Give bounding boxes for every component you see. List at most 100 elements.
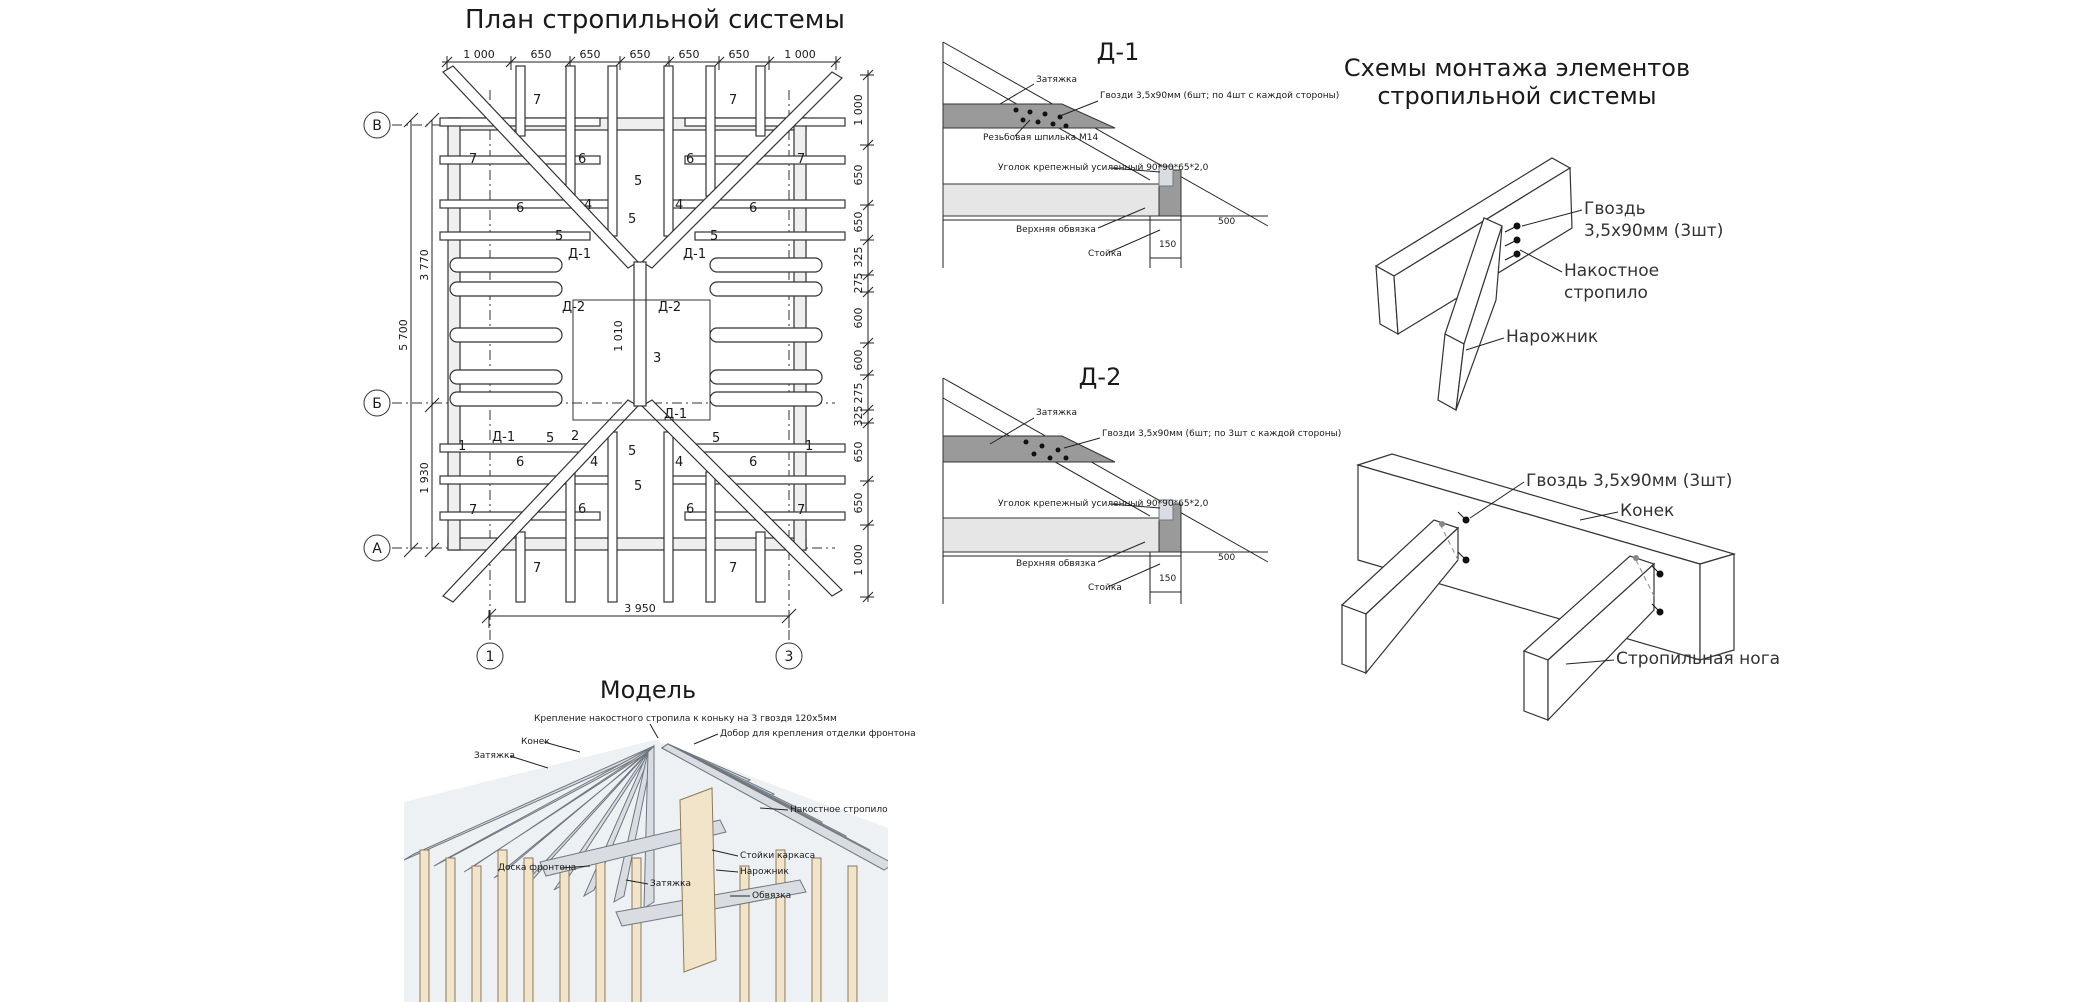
tie-bar: [709, 327, 823, 343]
rafter-band: [705, 471, 716, 603]
rafter-band: [439, 475, 617, 485]
right-dim-5: 275: [852, 273, 865, 294]
hip-rafter-ne: [641, 71, 843, 269]
schemes-title-2: стропильной системы: [1377, 82, 1656, 110]
mark-5: 5: [710, 229, 718, 244]
dim-tick: [862, 139, 874, 151]
d2-post-label: Стойка: [1088, 583, 1122, 593]
rafter-band: [694, 231, 846, 241]
mark-7: 7: [729, 561, 737, 576]
mark-7: 7: [533, 93, 541, 108]
tie-bar: [709, 369, 823, 385]
axis-row-a: А: [372, 541, 382, 557]
model-stud: [445, 857, 456, 1002]
left-dim-lower: 1 930: [418, 462, 431, 494]
mark-5: 5: [712, 431, 720, 446]
d2-dim150: 150: [1159, 574, 1176, 584]
callout-d1: Д-1: [683, 247, 706, 262]
mark-7: 7: [469, 152, 477, 167]
model-title: Модель: [600, 676, 696, 704]
callout-d1: Д-1: [664, 407, 687, 422]
tie-bar: [449, 327, 563, 343]
tie-bar: [709, 257, 823, 273]
mark-6: 6: [516, 455, 524, 470]
model-render: [404, 720, 888, 1002]
d1-dim150: 150: [1159, 240, 1176, 250]
ceiling-ties: [449, 257, 823, 407]
d2-top-plate: [942, 517, 1160, 553]
top-dim-5: 650: [679, 48, 700, 61]
rafter-band: [684, 155, 846, 165]
right-dim-7: 600: [852, 350, 865, 371]
scheme-b-ridge: Конек: [1620, 501, 1674, 521]
tie-bar: [449, 369, 563, 385]
model-stud: [739, 865, 750, 1002]
dim-tick: [441, 56, 453, 68]
dim-tick: [862, 404, 874, 416]
model-label-ridge: Конек: [521, 737, 550, 747]
detail-d2: Д-2 Затяжка Гвозди 3,5х90мм (6шт; по 3шт…: [942, 363, 1341, 604]
callout-d1: Д-1: [492, 430, 515, 445]
model-label-truss: Затяжка: [650, 879, 691, 889]
d1-angle-label: Уголок крепежный усиленный 90*90*65*2,0: [998, 163, 1209, 173]
dim-tick: [862, 519, 874, 531]
dim-tick: [862, 69, 874, 81]
scheme-a-hip: Нарожник: [1506, 327, 1598, 347]
model-label-posts: Стойки каркаса: [740, 851, 815, 861]
rafter-band: [439, 231, 591, 241]
d2-angle: [1158, 499, 1174, 521]
rafter-band: [663, 431, 674, 603]
dim-tick: [505, 56, 517, 68]
dim-tick: [663, 56, 675, 68]
tie-bar: [449, 257, 563, 273]
mark-7: 7: [797, 503, 805, 518]
right-dim-9: 325: [852, 406, 865, 427]
ridge-beam: [633, 261, 647, 407]
callout-d2: Д-2: [658, 300, 681, 315]
right-dim-8: 275: [852, 383, 865, 404]
tie-bar: [709, 391, 823, 407]
mark-6: 6: [578, 502, 586, 517]
right-dim-6: 600: [852, 308, 865, 329]
d2-angle-label: Уголок крепежный усиленный 90*90*65*2,0: [998, 499, 1209, 509]
rafter-band: [515, 65, 526, 137]
right-dim-4: 325: [852, 247, 865, 268]
d2-nails-label: Гвозди 3,5х90мм (6шт; по 3шт с каждой ст…: [1102, 429, 1341, 439]
axis-row-b: Б: [372, 396, 382, 412]
axis-col-3: 3: [785, 649, 794, 665]
dim-tick: [763, 56, 775, 68]
axis-row-v: В: [372, 118, 382, 134]
model-rafter: [661, 743, 888, 871]
model-label-hip: Нарожник: [740, 867, 789, 877]
model-label-gable: Доска фронтона: [498, 863, 576, 873]
left-dim-upper: 3 770: [418, 249, 431, 281]
d1-tie: [942, 103, 1116, 129]
right-dim-3: 650: [852, 212, 865, 233]
model-stud: [811, 857, 822, 1002]
dim-tick: [564, 56, 576, 68]
assembly-schemes: Схемы монтажа элементов стропильной сист…: [1340, 54, 1780, 722]
dim-tick: [862, 417, 874, 429]
right-dim-10: 650: [852, 442, 865, 463]
model-stud: [471, 865, 482, 1002]
rafter-band: [439, 155, 601, 165]
model-stud: [775, 849, 786, 1002]
scheme-a-jack: Накостное: [1564, 261, 1659, 281]
schemes-title-1: Схемы монтажа элементов: [1344, 54, 1690, 82]
model-label-jack-fix: Крепление накостного стропила к коньку н…: [534, 714, 837, 724]
hip-rafter-se: [641, 399, 843, 597]
bottom-dim-text: 3 950: [624, 602, 656, 615]
rafter-band: [668, 475, 846, 485]
rafter-band: [515, 531, 526, 603]
model-stud: [847, 865, 858, 1002]
dim-tick: [614, 56, 626, 68]
rafter-band: [607, 65, 618, 237]
member-marks: 7 7 7 7 6 6 5 4 4 5 6 6 5 5 3 5 2 5 5 1 …: [458, 93, 813, 576]
mark-6: 6: [749, 201, 757, 216]
dim-tick: [862, 475, 874, 487]
d1-post-label: Стойка: [1088, 249, 1122, 259]
rafter-band: [705, 65, 716, 197]
model-label-board: Добор для крепления отделки фронтона: [720, 729, 916, 739]
right-dim-12: 1 000: [852, 544, 865, 576]
